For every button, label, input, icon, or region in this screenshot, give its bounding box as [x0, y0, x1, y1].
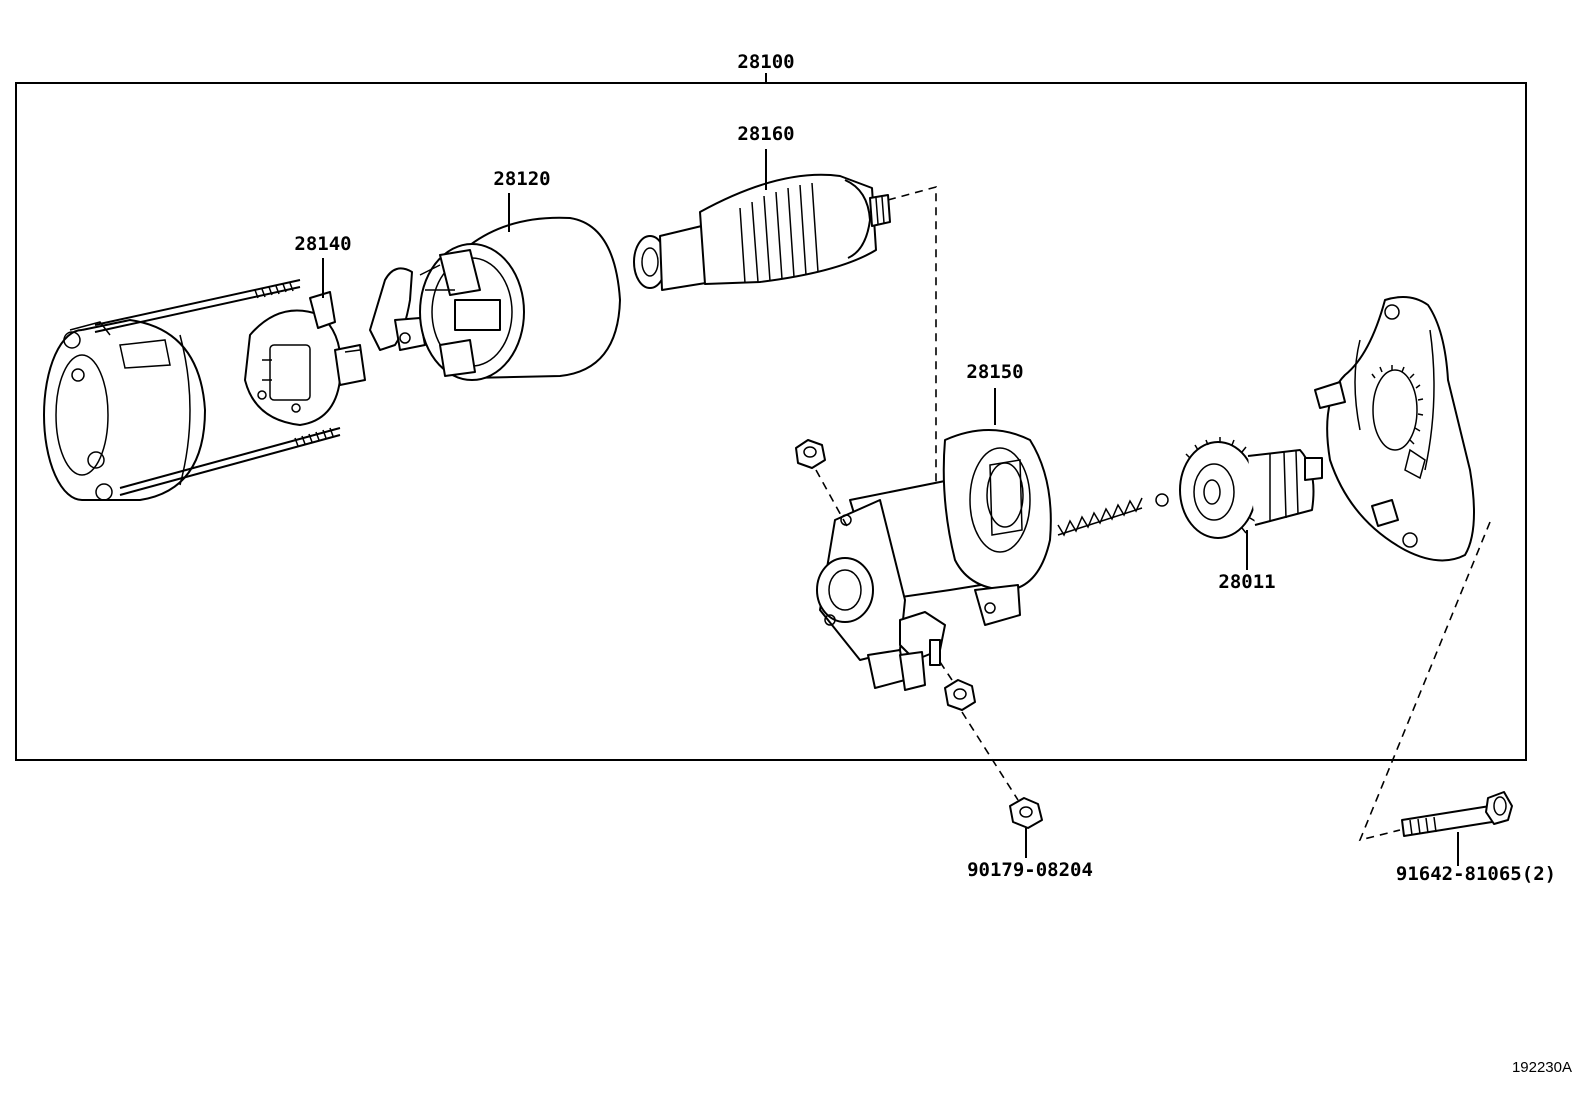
- label-28140: 28140: [294, 233, 351, 255]
- starter-housing: [816, 429, 1052, 691]
- lower-nut: [944, 679, 976, 711]
- armature: [633, 173, 891, 291]
- label-90179: 90179-08204: [967, 859, 1093, 881]
- brush-holder: [244, 291, 366, 426]
- drive-end-housing: [1314, 295, 1475, 562]
- return-spring: [1057, 493, 1169, 537]
- starter-clutch: [1179, 437, 1323, 539]
- figure-code: 192230A: [1512, 1059, 1572, 1076]
- label-28150: 28150: [966, 361, 1023, 383]
- label-28011: 28011: [1218, 571, 1275, 593]
- label-28120: 28120: [493, 168, 550, 190]
- yoke-field-frame: [419, 216, 621, 381]
- label-28160: 28160: [737, 123, 794, 145]
- mounting-nut: [1009, 797, 1043, 829]
- lead-wire-terminal: [369, 267, 426, 351]
- label-28100: 28100: [737, 51, 794, 73]
- mounting-bolt: [1401, 791, 1513, 837]
- assembly-boundary: [15, 82, 1527, 761]
- label-91642: 91642-81065(2): [1396, 863, 1556, 885]
- terminal-nut: [795, 439, 826, 469]
- commutator-end-frame: [43, 319, 206, 501]
- through-bolts: [94, 279, 341, 496]
